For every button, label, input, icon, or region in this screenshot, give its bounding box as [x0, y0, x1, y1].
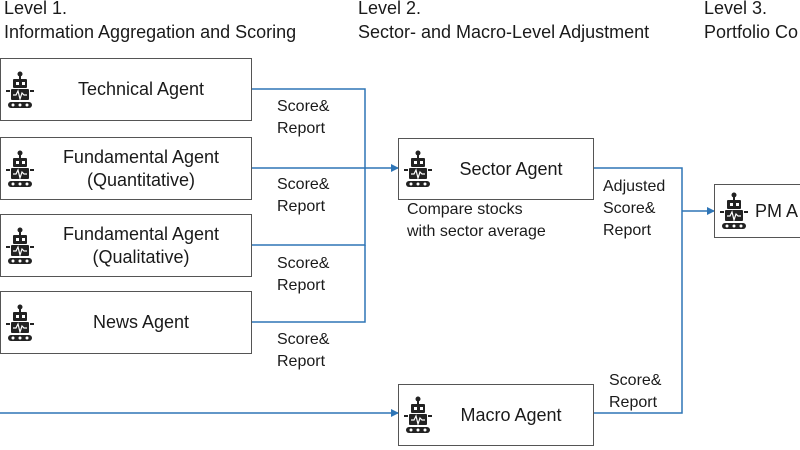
- technical-agent-label: Technical Agent: [1, 78, 251, 101]
- connector-sector-out: [594, 167, 683, 211]
- edge-label-technical: Score& Report: [277, 96, 329, 140]
- connector-macro-out: [594, 211, 683, 414]
- connector-news: [251, 245, 366, 323]
- technical-agent-box[interactable]: Technical Agent: [0, 58, 252, 121]
- edge-label-line: Report: [277, 198, 326, 215]
- fundamental-quant-agent-qualifier: (Quantitative): [86, 169, 196, 190]
- fundamental-quant-agent-box[interactable]: Fundamental Agent (Quantitative): [0, 137, 252, 200]
- sector-agent-box[interactable]: Sector Agent: [398, 138, 594, 200]
- pm-agent-box[interactable]: PM A: [714, 184, 800, 238]
- edge-label-line: Score&: [277, 255, 330, 272]
- robot-icon: [6, 227, 34, 264]
- sector-agent-label: Sector Agent: [399, 158, 593, 181]
- level-3-title: Portfolio Co: [704, 22, 799, 42]
- edge-label-line: Report: [609, 394, 658, 411]
- edge-label-line: Report: [603, 222, 652, 239]
- robot-icon: [720, 192, 748, 229]
- sector-note-line: with sector average: [407, 223, 546, 240]
- macro-agent-box[interactable]: Macro Agent: [398, 384, 594, 446]
- news-agent-box[interactable]: News Agent: [0, 291, 252, 354]
- robot-icon: [404, 396, 432, 433]
- sector-note: Compare stocks with sector average: [407, 199, 546, 243]
- level-1-number: Level 1.: [4, 0, 68, 18]
- macro-agent-name: Macro Agent: [460, 404, 562, 425]
- edge-label-line: Adjusted: [603, 178, 666, 195]
- edge-label-sector: Adjusted Score& Report: [603, 176, 665, 242]
- robot-icon: [404, 150, 432, 187]
- level-2-title: Sector- and Macro-Level Adjustment: [358, 22, 650, 42]
- macro-agent-label: Macro Agent: [399, 404, 593, 427]
- fundamental-qual-agent-name: Fundamental Agent: [62, 223, 220, 244]
- edge-label-line: Report: [277, 353, 326, 370]
- level-1-title: Information Aggregation and Scoring: [4, 22, 297, 42]
- level-3-header: Level 3. Portfolio Co: [704, 0, 798, 44]
- technical-agent-name: Technical Agent: [77, 79, 205, 99]
- fundamental-qual-agent-box[interactable]: Fundamental Agent (Qualitative): [0, 214, 252, 277]
- fundamental-qual-agent-label: Fundamental Agent (Qualitative): [1, 223, 251, 269]
- edge-label-line: Report: [277, 120, 326, 137]
- level-2-number: Level 2.: [358, 0, 422, 18]
- sector-agent-name: Sector Agent: [459, 158, 563, 179]
- fundamental-qual-agent-qualifier: (Qualitative): [92, 246, 190, 267]
- edge-label-fund-qual: Score& Report: [277, 253, 329, 297]
- sector-note-line: Compare stocks: [407, 201, 523, 218]
- level-2-header: Level 2. Sector- and Macro-Level Adjustm…: [358, 0, 649, 44]
- fundamental-quant-agent-name: Fundamental Agent: [62, 146, 220, 167]
- edge-label-line: Score&: [277, 176, 330, 193]
- pm-agent-name: PM A: [755, 200, 799, 221]
- connector-technical: [251, 88, 366, 168]
- edge-label-line: Score&: [277, 98, 330, 115]
- edge-label-fund-quant: Score& Report: [277, 174, 329, 218]
- level-3-number: Level 3.: [704, 0, 768, 18]
- edge-label-line: Score&: [603, 200, 656, 217]
- robot-icon: [6, 71, 34, 108]
- fundamental-quant-agent-label: Fundamental Agent (Quantitative): [1, 146, 251, 192]
- robot-icon: [6, 304, 34, 341]
- edge-label-macro: Score& Report: [609, 370, 661, 414]
- robot-icon: [6, 150, 34, 187]
- edge-label-line: Score&: [277, 331, 330, 348]
- edge-label-line: Score&: [609, 372, 662, 389]
- edge-label-news: Score& Report: [277, 329, 329, 373]
- news-agent-name: News Agent: [92, 312, 190, 332]
- level-1-header: Level 1. Information Aggregation and Sco…: [4, 0, 296, 44]
- news-agent-label: News Agent: [1, 311, 251, 334]
- edge-label-line: Report: [277, 277, 326, 294]
